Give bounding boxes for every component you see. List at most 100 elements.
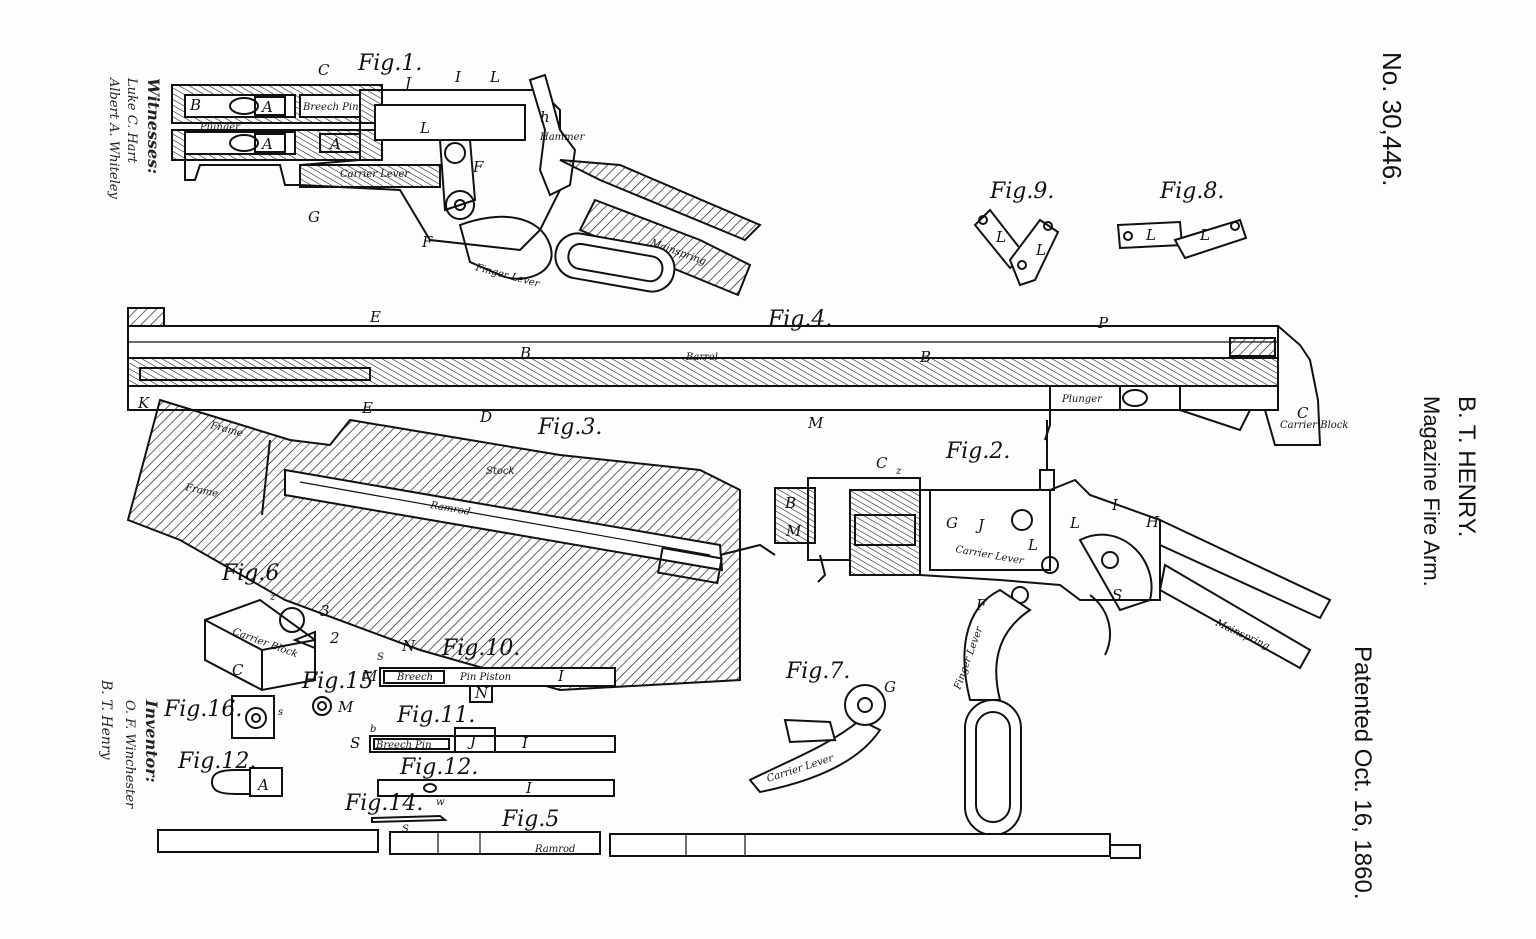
fig15-nut-drawing [313,697,331,715]
fig3-stock-label: Stock [486,466,515,477]
inventor-label: Inventor: [142,700,161,783]
fig1-letter-i: I [454,68,462,86]
fig4-letter-m: M [807,414,824,432]
fig8-letter-l: L [1145,226,1156,244]
fig4-letter-e: E [369,308,381,326]
fig9-label: Fig.9. [989,179,1054,204]
fig2-letter-g: G [946,514,958,532]
fig8-label: Fig.8. [1159,179,1224,204]
fig5-label: Fig.5 [501,807,559,832]
fig11-letter-b: b [370,724,376,735]
fig10-pin-piston-label: Pin Piston [459,672,511,683]
fig1-letter-l2: L [419,119,430,137]
inventor-name: B. T. HENRY. [1452,396,1480,537]
inventor-signature: B. T. Henry [98,680,114,759]
fig7-letter-g: G [884,678,896,696]
fig10-letter-s: S [377,652,384,663]
fig11-letter-s: S [350,734,360,752]
fig4-letter-b2: B [919,348,931,366]
fig12b-label: Fig.12. [399,755,478,780]
fig6-number-3: 3 [320,602,330,620]
fig1-hammer-label: Hammer [539,132,586,143]
fig11-label: Fig.11. [396,703,475,728]
fig1-letter-c: C [318,61,330,79]
fig10-letter-i: I [557,667,565,685]
fig1-receiver-drawing [172,75,760,295]
fig15-label: Fig.15 [301,669,373,694]
fig1-letter-a1: A [260,98,273,116]
fig1-letter-a2: A [260,135,273,153]
fig1-letter-b: B [189,96,201,114]
fig15-letter-m: M [337,698,354,716]
fig6-number-2: 2 [329,629,340,647]
fig6-label: Fig.6 [221,561,279,586]
fig12-label: Fig.12. [177,749,256,774]
fig1-letter-h: h [540,108,550,126]
fig4-barrel-drawing [128,308,1320,445]
fig2-letter-c: C [876,454,888,472]
fig1-letter-l: L [489,68,500,86]
fig2-letter-h: H [1145,513,1160,531]
fig11-letter-i: I [521,734,529,752]
fig5-ramrod-label: Ramrod [534,844,575,855]
fig8-links-drawing [1118,220,1246,258]
fig1-finger-lever-label: Finger Lever [473,262,542,290]
fig4-plunger-label: Plunger [1061,394,1103,405]
patent-number: No. 30,446. [1376,52,1407,186]
fig10-letter-n2: N [401,637,416,655]
fig1-letter-f2: F [421,233,433,251]
witness-1-signature: Luke C. Hart [124,78,139,163]
fig4-label: Fig.4. [767,307,832,332]
witness-2-signature: Albert A. Whiteley [106,78,121,199]
fig1-letter-f: F [472,158,484,176]
fig10-breech-label: Breech [396,672,433,683]
fig9-letter-l2: L [1035,241,1046,259]
fig4-letter-e2: E [361,399,373,417]
invention-title: Magazine Fire Arm. [1418,396,1444,587]
fig2-receiver-drawing [775,420,1330,835]
fig4-letter-p: P [1097,314,1109,332]
fig4-letter-b: B [519,344,531,362]
patent-date: Patented Oct. 16, 1860. [1348,646,1376,900]
fig2-letter-b: B [784,494,796,512]
fig2-letter-f: F [975,596,987,614]
fig5-ramrod-drawing [158,830,1140,858]
fig2-letter-z: z [895,466,902,477]
fig8-letter-l2: L [1199,226,1210,244]
fig2-letter-l2: L [1069,514,1080,532]
fig4-letter-c: C [1297,404,1309,422]
fig4-letter-d: D [479,408,492,426]
fig11-breech-pin-label: Breech Pin [375,740,432,751]
fig1-letter-g: G [308,208,320,226]
fig16-letter-s: s [278,707,283,718]
fig2-label: Fig.2. [945,439,1010,464]
fig16-label: Fig.16. [163,697,242,722]
fig3-label: Fig.3. [537,415,602,440]
fig1-breech-pin-label: Breech Pin [302,102,359,113]
fig1-carrier-lever-label: Carrier Lever [340,169,410,180]
witnesses-label: Witnesses: [144,78,163,174]
fig12b-letter-i: I [525,779,533,797]
fig6-letter-c: C [232,661,244,679]
fig2-letter-s: S [1112,586,1122,604]
fig4-carrier-block-label: Carrier Block [1280,420,1348,431]
fig12b-letter-w: w [436,797,445,808]
fig2-letter-i: I [1111,496,1119,514]
fig6-letter-z: z [269,592,276,603]
fig10-label: Fig.10. [441,636,520,661]
fig10-letter-n: N [474,684,489,702]
fig7-label: Fig.7. [785,659,850,684]
fig2-letter-l: L [1027,536,1038,554]
fig1-letter-a3: A [328,135,341,153]
fig1-label: Fig.1. [357,51,422,76]
fig4-barrel-label: Barrel [685,352,718,363]
fig1-plunger-label: Plunger [199,122,241,133]
fig9-letter-l: L [995,228,1006,246]
attorney-signature: O. F. Winchester [122,700,137,808]
fig14-label: Fig.14. [344,791,423,816]
fig2-letter-m: M [785,522,802,540]
fig14-pin-drawing [372,816,445,822]
fig12-letter-a: A [256,776,269,794]
